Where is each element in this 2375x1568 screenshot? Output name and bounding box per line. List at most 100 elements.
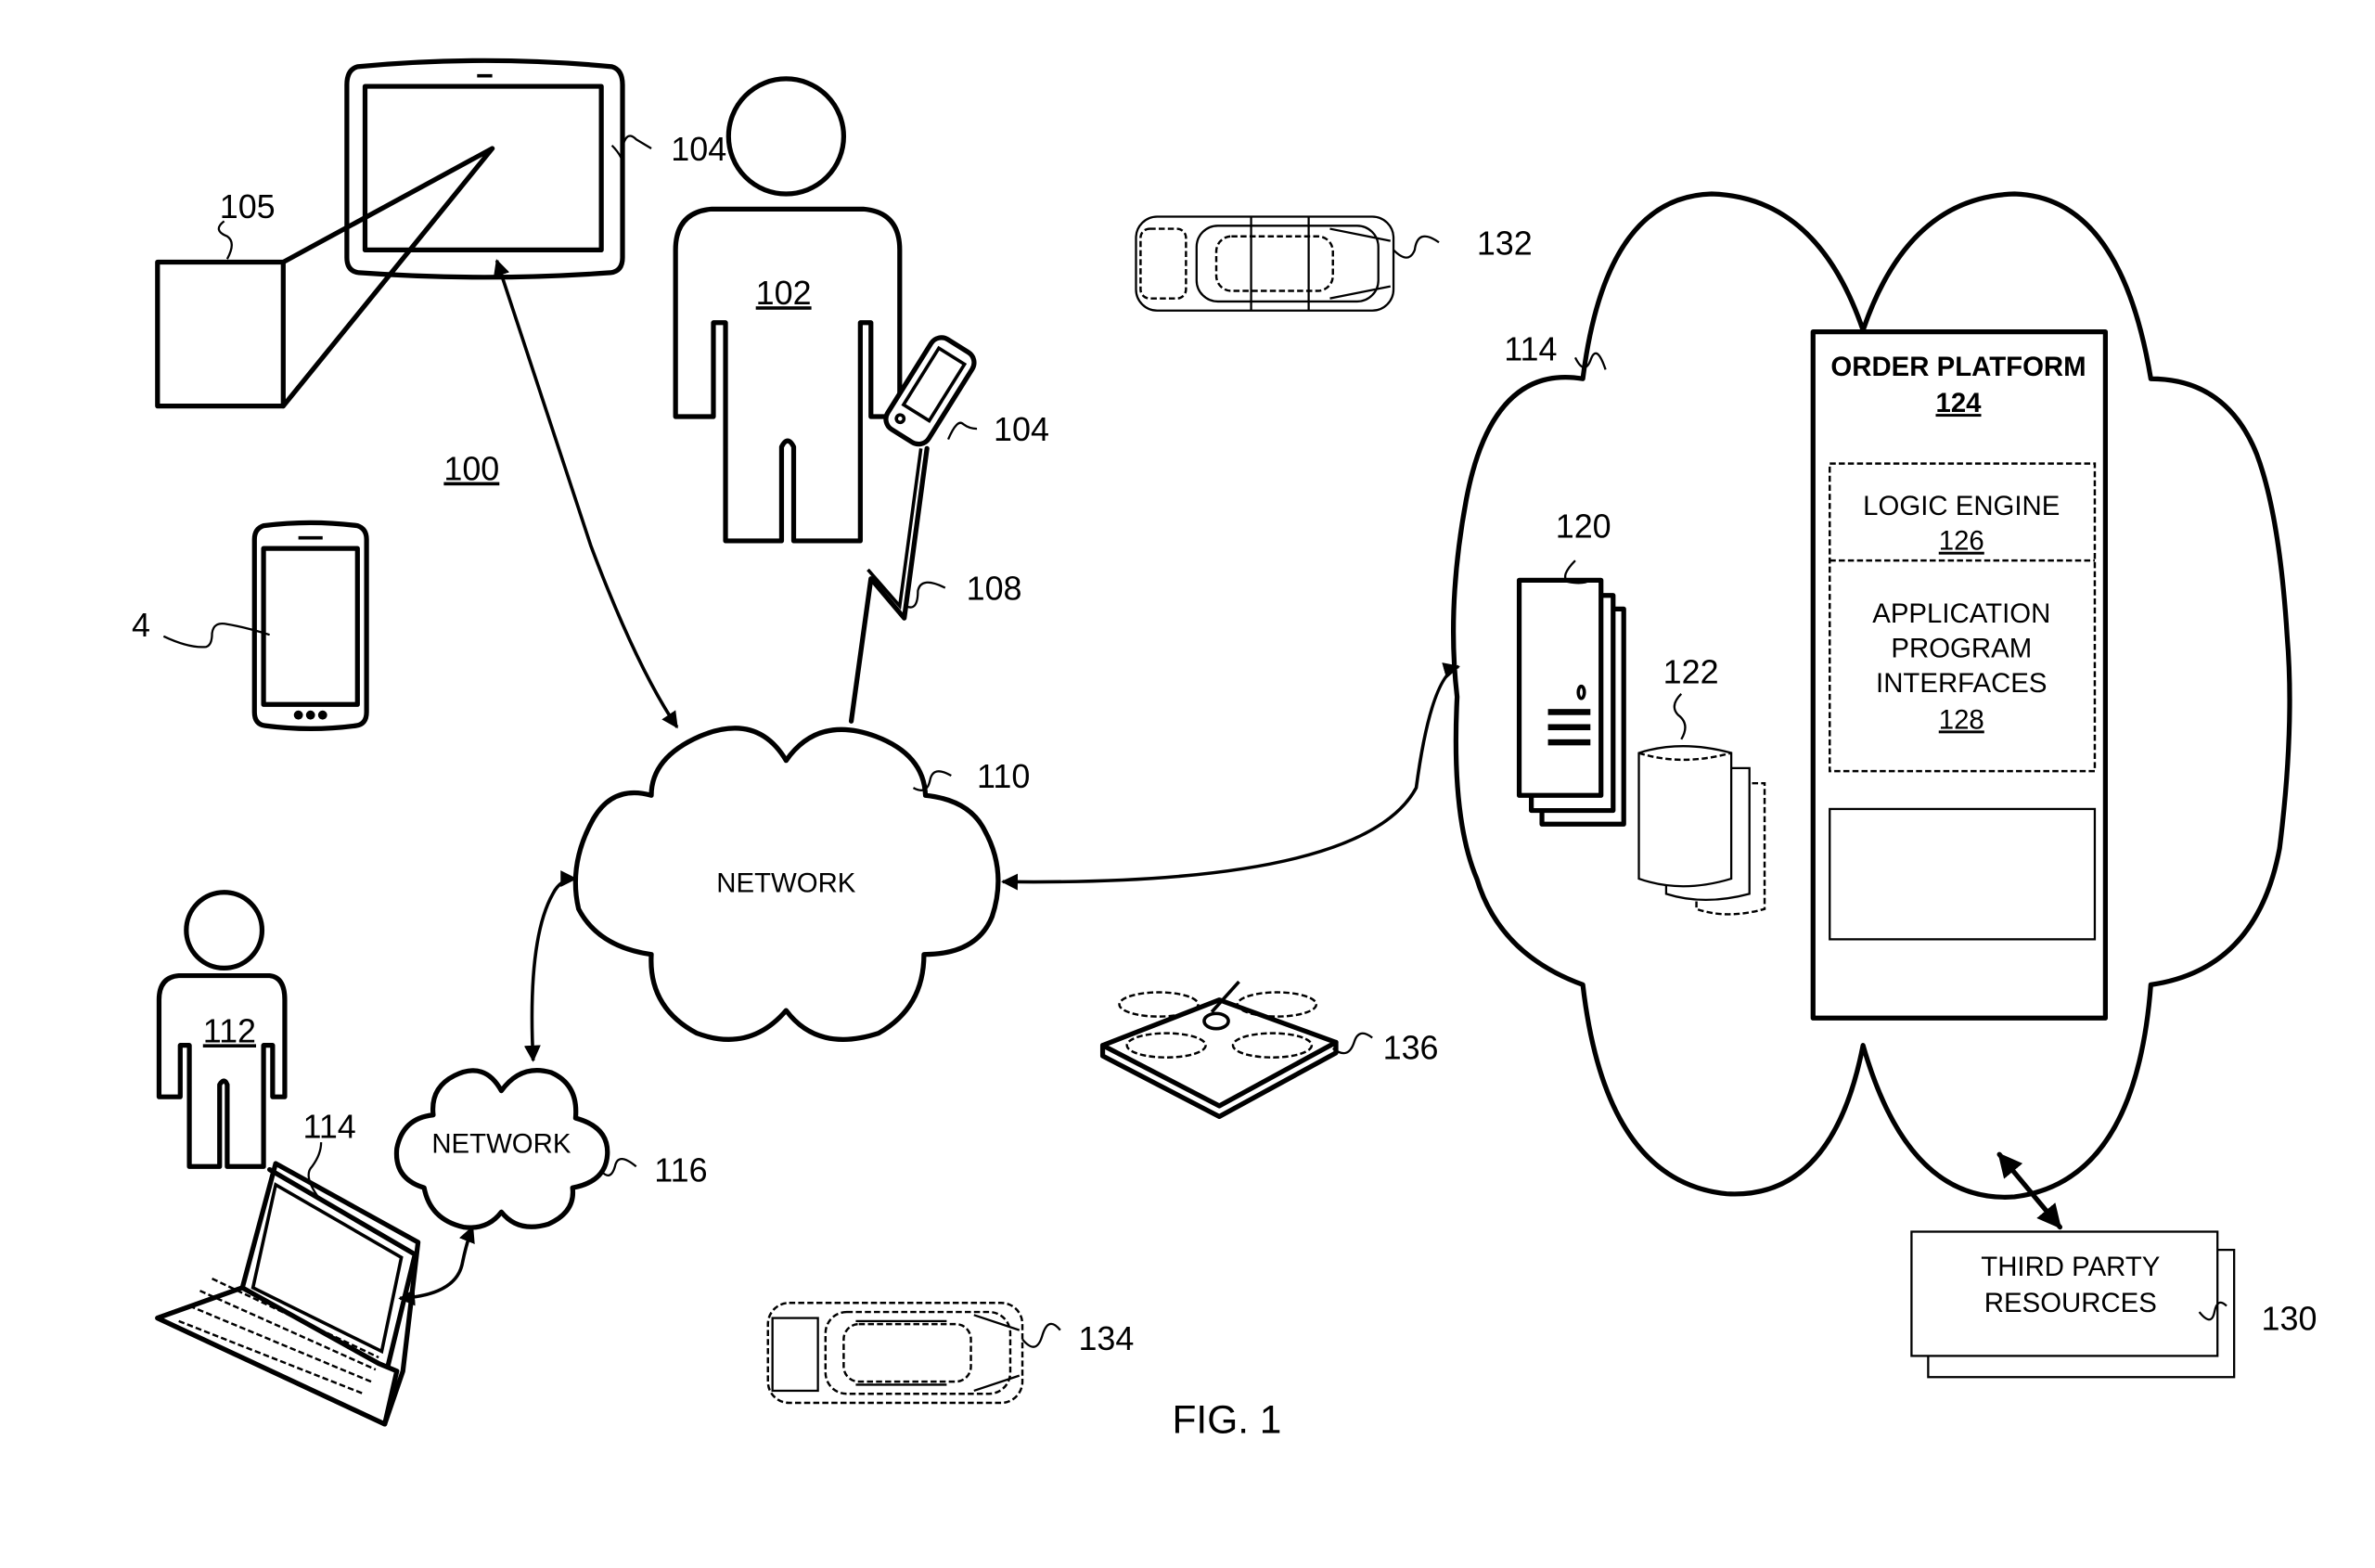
empty-module-box xyxy=(1829,807,2097,941)
ref-label-134: 134 xyxy=(1078,1319,1134,1357)
leader-122 xyxy=(1673,693,1687,740)
cloud-icon xyxy=(572,726,1001,1042)
handheld-screen xyxy=(901,345,968,423)
ref-label-130: 130 xyxy=(2262,1300,2317,1338)
server-slot xyxy=(1547,739,1591,746)
user-secondary: 112 xyxy=(156,890,288,1169)
lightning-bolt-icon xyxy=(848,445,930,724)
leader-132 xyxy=(1393,235,1440,259)
smartphone-button xyxy=(305,710,315,720)
lightning-bolt-inner xyxy=(867,448,923,610)
ref-label-114-laptop: 114 xyxy=(303,1107,356,1145)
ref-label-114-cloud: 114 xyxy=(1504,330,1557,368)
tablet-device xyxy=(344,58,625,280)
ref-label-105: 105 xyxy=(220,187,276,225)
drone-rotor xyxy=(1118,991,1200,1018)
car-body xyxy=(1195,225,1380,303)
ref-label-108: 108 xyxy=(967,570,1022,608)
box-icon xyxy=(155,259,286,409)
smartphone-screen xyxy=(261,546,360,707)
order-platform-title: ORDER PLATFORM xyxy=(1830,352,2086,382)
ref-label-112: 112 xyxy=(203,1011,256,1049)
ref-label-132: 132 xyxy=(1477,224,1533,262)
vehicle-top xyxy=(1135,215,1395,312)
handheld-button xyxy=(894,413,906,425)
order-platform-ref: 124 xyxy=(1936,388,1983,418)
servers xyxy=(1516,577,1626,827)
ref-label-110: 110 xyxy=(977,757,1030,795)
leader-134 xyxy=(1021,1322,1061,1348)
car-roof xyxy=(842,1322,972,1383)
order-platform: ORDER PLATFORM 124 LOGIC ENGINE 126 APPL… xyxy=(1810,328,2108,1021)
third-party-line: THIRD PARTY xyxy=(1981,1252,2160,1282)
leader-104-handheld xyxy=(946,421,978,440)
ref-label-120: 120 xyxy=(1556,508,1611,546)
leader-110 xyxy=(912,770,952,791)
user-primary: 102 xyxy=(673,76,903,544)
ref-label-122: 122 xyxy=(1663,652,1719,690)
figure-caption: FIG. 1 xyxy=(1172,1398,1281,1442)
leader-4 xyxy=(162,622,270,649)
network-main: NETWORK xyxy=(572,726,1001,1042)
person-icon xyxy=(156,972,288,1169)
api-title-line: INTERFACES xyxy=(1876,668,2047,699)
drone xyxy=(1099,980,1339,1120)
network-label: NETWORK xyxy=(431,1129,571,1160)
car-details xyxy=(1250,216,1391,311)
ref-label-102: 102 xyxy=(756,274,812,312)
server-stack-icon xyxy=(1516,577,1604,798)
leader-105 xyxy=(217,220,233,260)
order-platform-box xyxy=(1810,328,2108,1021)
smartphone xyxy=(251,520,369,732)
laptop-screen xyxy=(250,1182,404,1355)
projector-box xyxy=(155,146,495,409)
leader-130 xyxy=(2198,1301,2227,1321)
third-party-resources: THIRD PARTY RESOURCES xyxy=(1910,1230,2236,1379)
third-party-line: RESOURCES xyxy=(1984,1288,2157,1318)
car-roof xyxy=(1214,235,1334,292)
leader-116 xyxy=(600,1158,637,1177)
leader-108 xyxy=(905,581,946,609)
api-title-line: APPLICATION xyxy=(1872,598,2050,629)
drone-rotor xyxy=(1231,1032,1314,1059)
api-title-line: PROGRAM xyxy=(1891,634,2032,664)
drone-rotor xyxy=(1236,991,1317,1018)
drone-hub xyxy=(1202,1011,1230,1031)
leader-114-laptop xyxy=(307,1142,323,1198)
leader-104-tablet xyxy=(610,135,652,161)
ref-label-116: 116 xyxy=(654,1151,707,1189)
car-icon xyxy=(766,1302,1024,1405)
vehicle-bottom xyxy=(766,1302,1024,1405)
car-trunk xyxy=(771,1317,819,1393)
car-trunk xyxy=(1139,227,1188,300)
tablet-icon xyxy=(344,58,625,280)
leader-136 xyxy=(1332,1032,1373,1055)
smartphone-button xyxy=(317,710,327,720)
server-power-light xyxy=(1576,684,1586,700)
link-laptop-network116 xyxy=(398,1225,475,1306)
person-head-icon xyxy=(184,890,265,971)
cloud-icon xyxy=(393,1068,610,1230)
logic-engine-ref: 126 xyxy=(1939,526,1984,557)
smartphone-button xyxy=(293,710,303,720)
network-secondary: NETWORK xyxy=(393,1068,610,1230)
handheld-device xyxy=(883,335,977,447)
leader-120 xyxy=(1563,559,1591,585)
projection-beam xyxy=(280,146,495,409)
handheld-device-icon xyxy=(883,335,977,447)
drone-rotor xyxy=(1125,1032,1207,1059)
leader-114-cloud xyxy=(1573,352,1607,370)
link-cloud-thirdparty xyxy=(1996,1151,2063,1230)
tablet-screen xyxy=(362,84,604,253)
network-label: NETWORK xyxy=(716,868,856,899)
car-body xyxy=(824,1310,1012,1395)
car-details xyxy=(855,1314,1021,1393)
person-head-icon xyxy=(725,76,846,197)
laptop xyxy=(155,1161,421,1427)
ref-label-136: 136 xyxy=(1383,1028,1439,1066)
drone-antenna xyxy=(1210,980,1240,1013)
database-top-rim xyxy=(1638,752,1732,762)
logic-engine-title: LOGIC ENGINE xyxy=(1863,491,2060,521)
logic-api-container xyxy=(1829,462,2097,773)
